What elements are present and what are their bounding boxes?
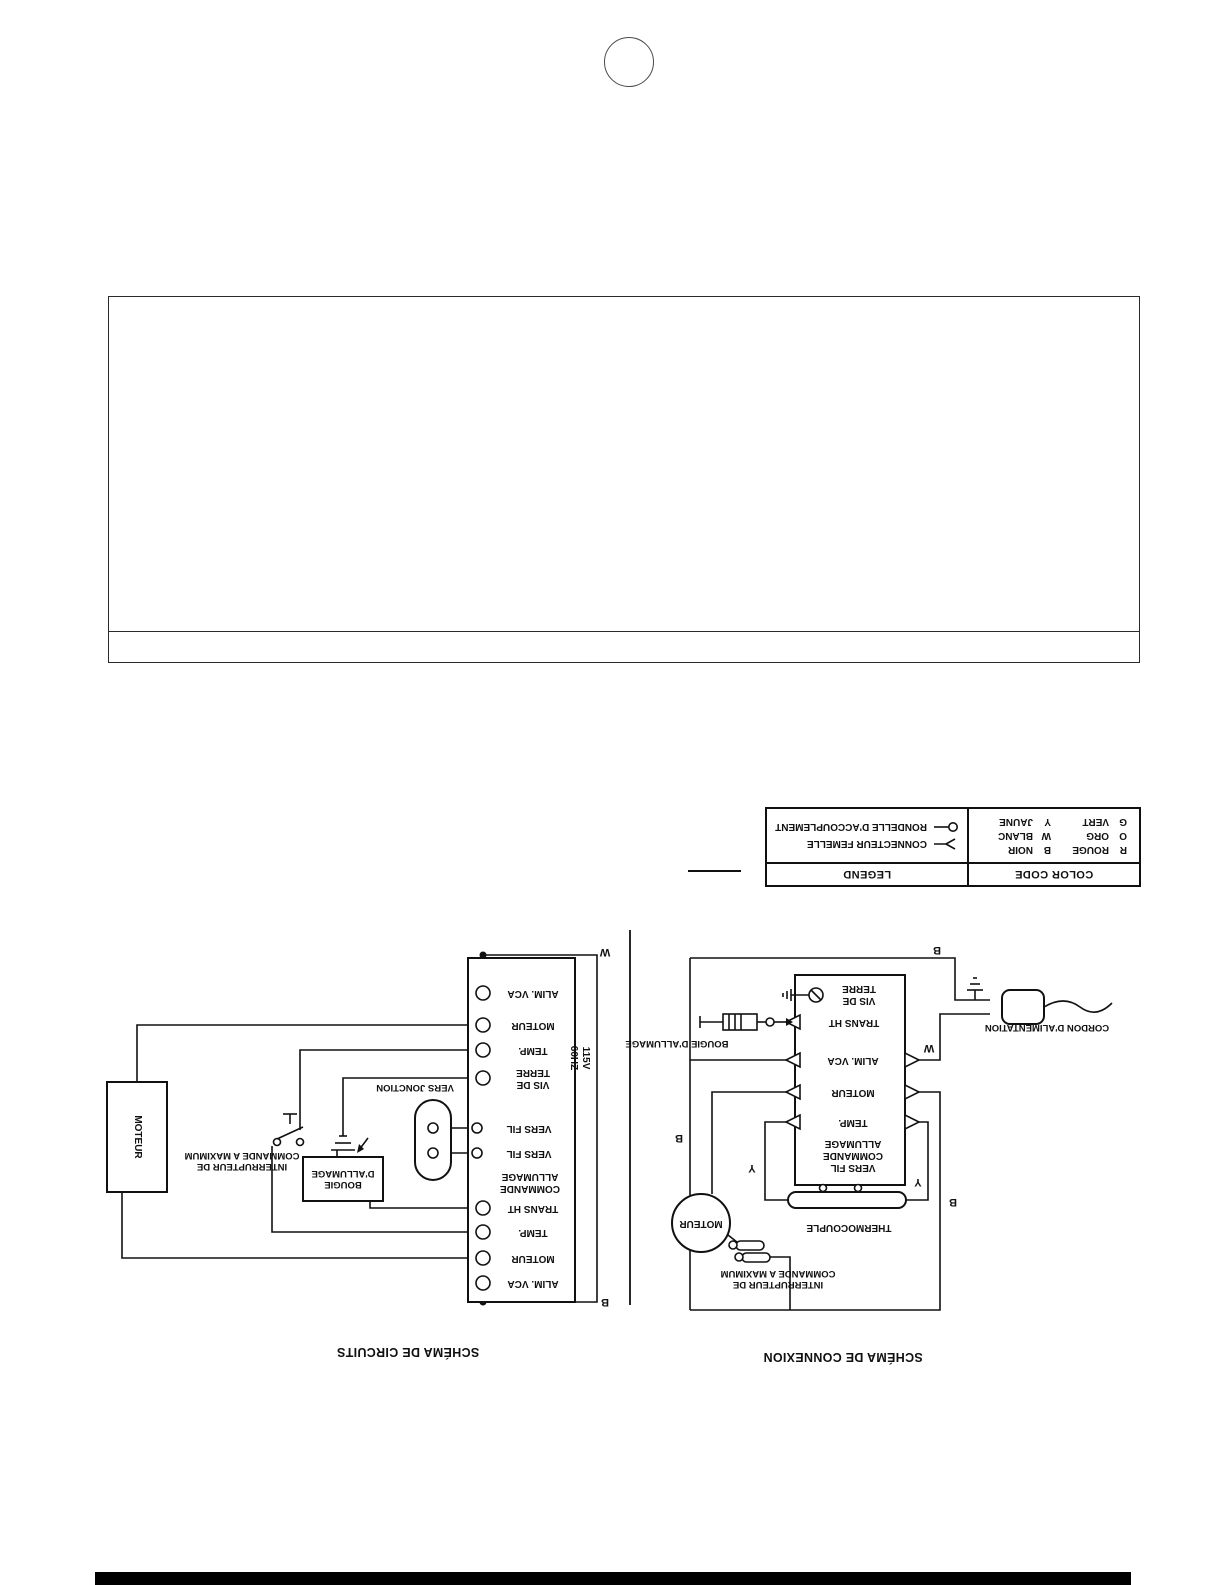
junction-terminal [427,1147,439,1159]
wire-label-white: W [923,1041,935,1054]
terminal-triangles [784,1013,921,1131]
thermocouple-symbol [787,1183,907,1209]
wire-label-yellow-left: Y [748,1161,756,1174]
terminal-label-moteur-bottom: MOTEUR [511,1253,555,1264]
igniter-box [302,1156,384,1202]
terminal-label-trans-ht: TRANS HT [507,1203,559,1214]
terminal-label-moteur-top: MOTEUR [511,1020,555,1031]
supply-voltage-label: 115V 60HZ [568,1045,591,1071]
terminal-label-vers-fil-1: VERS FIL [506,1123,552,1134]
terminal-label-vers-fil-2: VERS FIL [506,1148,552,1159]
power-plug-icon [1001,989,1113,1025]
wire-label-black: B [601,1295,609,1308]
wire-label-black-left: B [675,1131,683,1144]
spark-arrow-icon [357,1137,369,1153]
thermocouple-label: THERMOCOUPLE [806,1222,892,1234]
notice-box-divider [109,631,1139,632]
terminal-label-trans-ht: TRANS HT [828,1017,880,1028]
circuit-diagram-caption: SCHÉMA DE CIRCUITS [336,1345,480,1360]
junction-dot [479,951,487,959]
female-connector-icon [934,838,956,850]
legend-entry: CONNECTEUR FEMELLE [775,838,959,850]
connection-wires [689,957,990,1311]
motor-circle [671,1193,731,1253]
motor-circle-label: MOTEUR [679,1218,723,1229]
terminal-label-temp-bottom: TEMP. [518,1227,548,1238]
terminal-label-vis-de-terre: VIS DE TERRE [516,1067,550,1090]
junction-connector [414,1099,452,1181]
terminal-label-temp-top: TEMP. [518,1045,548,1056]
legend-table-header-row: COLOR CODE LEGEND [767,862,1139,885]
junction-label: VERS JONCTION [376,1081,454,1093]
terminal-label-ground-screw: VIS DE TERRE [842,983,876,1007]
wire-label-black-top: B [933,943,941,956]
limit-switch-label: INTERRUPTEUR DE COMMANDE A MAXIMUM [720,1268,836,1291]
terminal-label-alim-vca: ALIM. VCA [827,1055,879,1066]
motor-box-label: MOTEUR [132,1115,143,1159]
connection-diagram-caption: SCHÉMA DE CONNEXION [763,1350,923,1365]
empty-notice-box [108,296,1140,663]
limit-switch-symbol [272,1113,305,1147]
limit-switch-label: INTERRUPTEUR DE COMMANDE A MAXIMUM [184,1150,300,1173]
terminal-circles [471,985,491,1291]
page-number-circle [604,37,654,87]
control-box [467,957,576,1303]
color-code-header: COLOR CODE [967,864,1139,885]
circuit-diagram-graphics [106,951,598,1306]
control-box [794,974,906,1186]
switch-lug-connectors [728,1240,771,1263]
cord-ground-symbol [967,977,983,991]
legend-cell: CONNECTEUR FEMELLE RONDELLE D'ACCOUPLEME… [767,809,967,862]
wire-label-yellow-right: Y [914,1175,922,1188]
wire-label-white: W [599,945,611,958]
motor-box [106,1081,168,1193]
connection-diagram-graphics [671,957,1113,1311]
wire-label-black-right: B [949,1195,957,1208]
coupling-washer-icon [934,822,958,832]
igniter-label: BOUGIE D'ALLUMAGE [311,1168,375,1191]
igniter-label: BOUGIE D'ALLUMAGE [625,1038,729,1050]
terminal-label-moteur: MOTEUR [831,1087,875,1098]
reference-line [688,870,741,872]
terminal-label-commande-allumage: COMMANDE ALLUMAGE [500,1171,560,1194]
power-cord-label: CORDON D'ALIMENTATION [984,1022,1110,1034]
page-bottom-bar [95,1572,1131,1585]
terminal-label-alim-vca-top: ALIM. VCA [507,988,559,999]
ground-screw-icon [782,987,824,1003]
spark-plug-icon [699,1013,793,1031]
terminal-label-temp: TEMP. [838,1117,868,1128]
legend-header: LEGEND [842,868,892,881]
legend-entry: RONDELLE D'ACCOUPLEMENT [775,821,959,833]
terminal-label-alim-vca-bottom: ALIM. VCA [507,1278,559,1289]
ground-symbol [331,1135,355,1151]
terminal-label-vers-fil-commande: VERS FIL COMMANDE ALLUMAGE [823,1138,883,1173]
junction-terminal [427,1122,439,1134]
